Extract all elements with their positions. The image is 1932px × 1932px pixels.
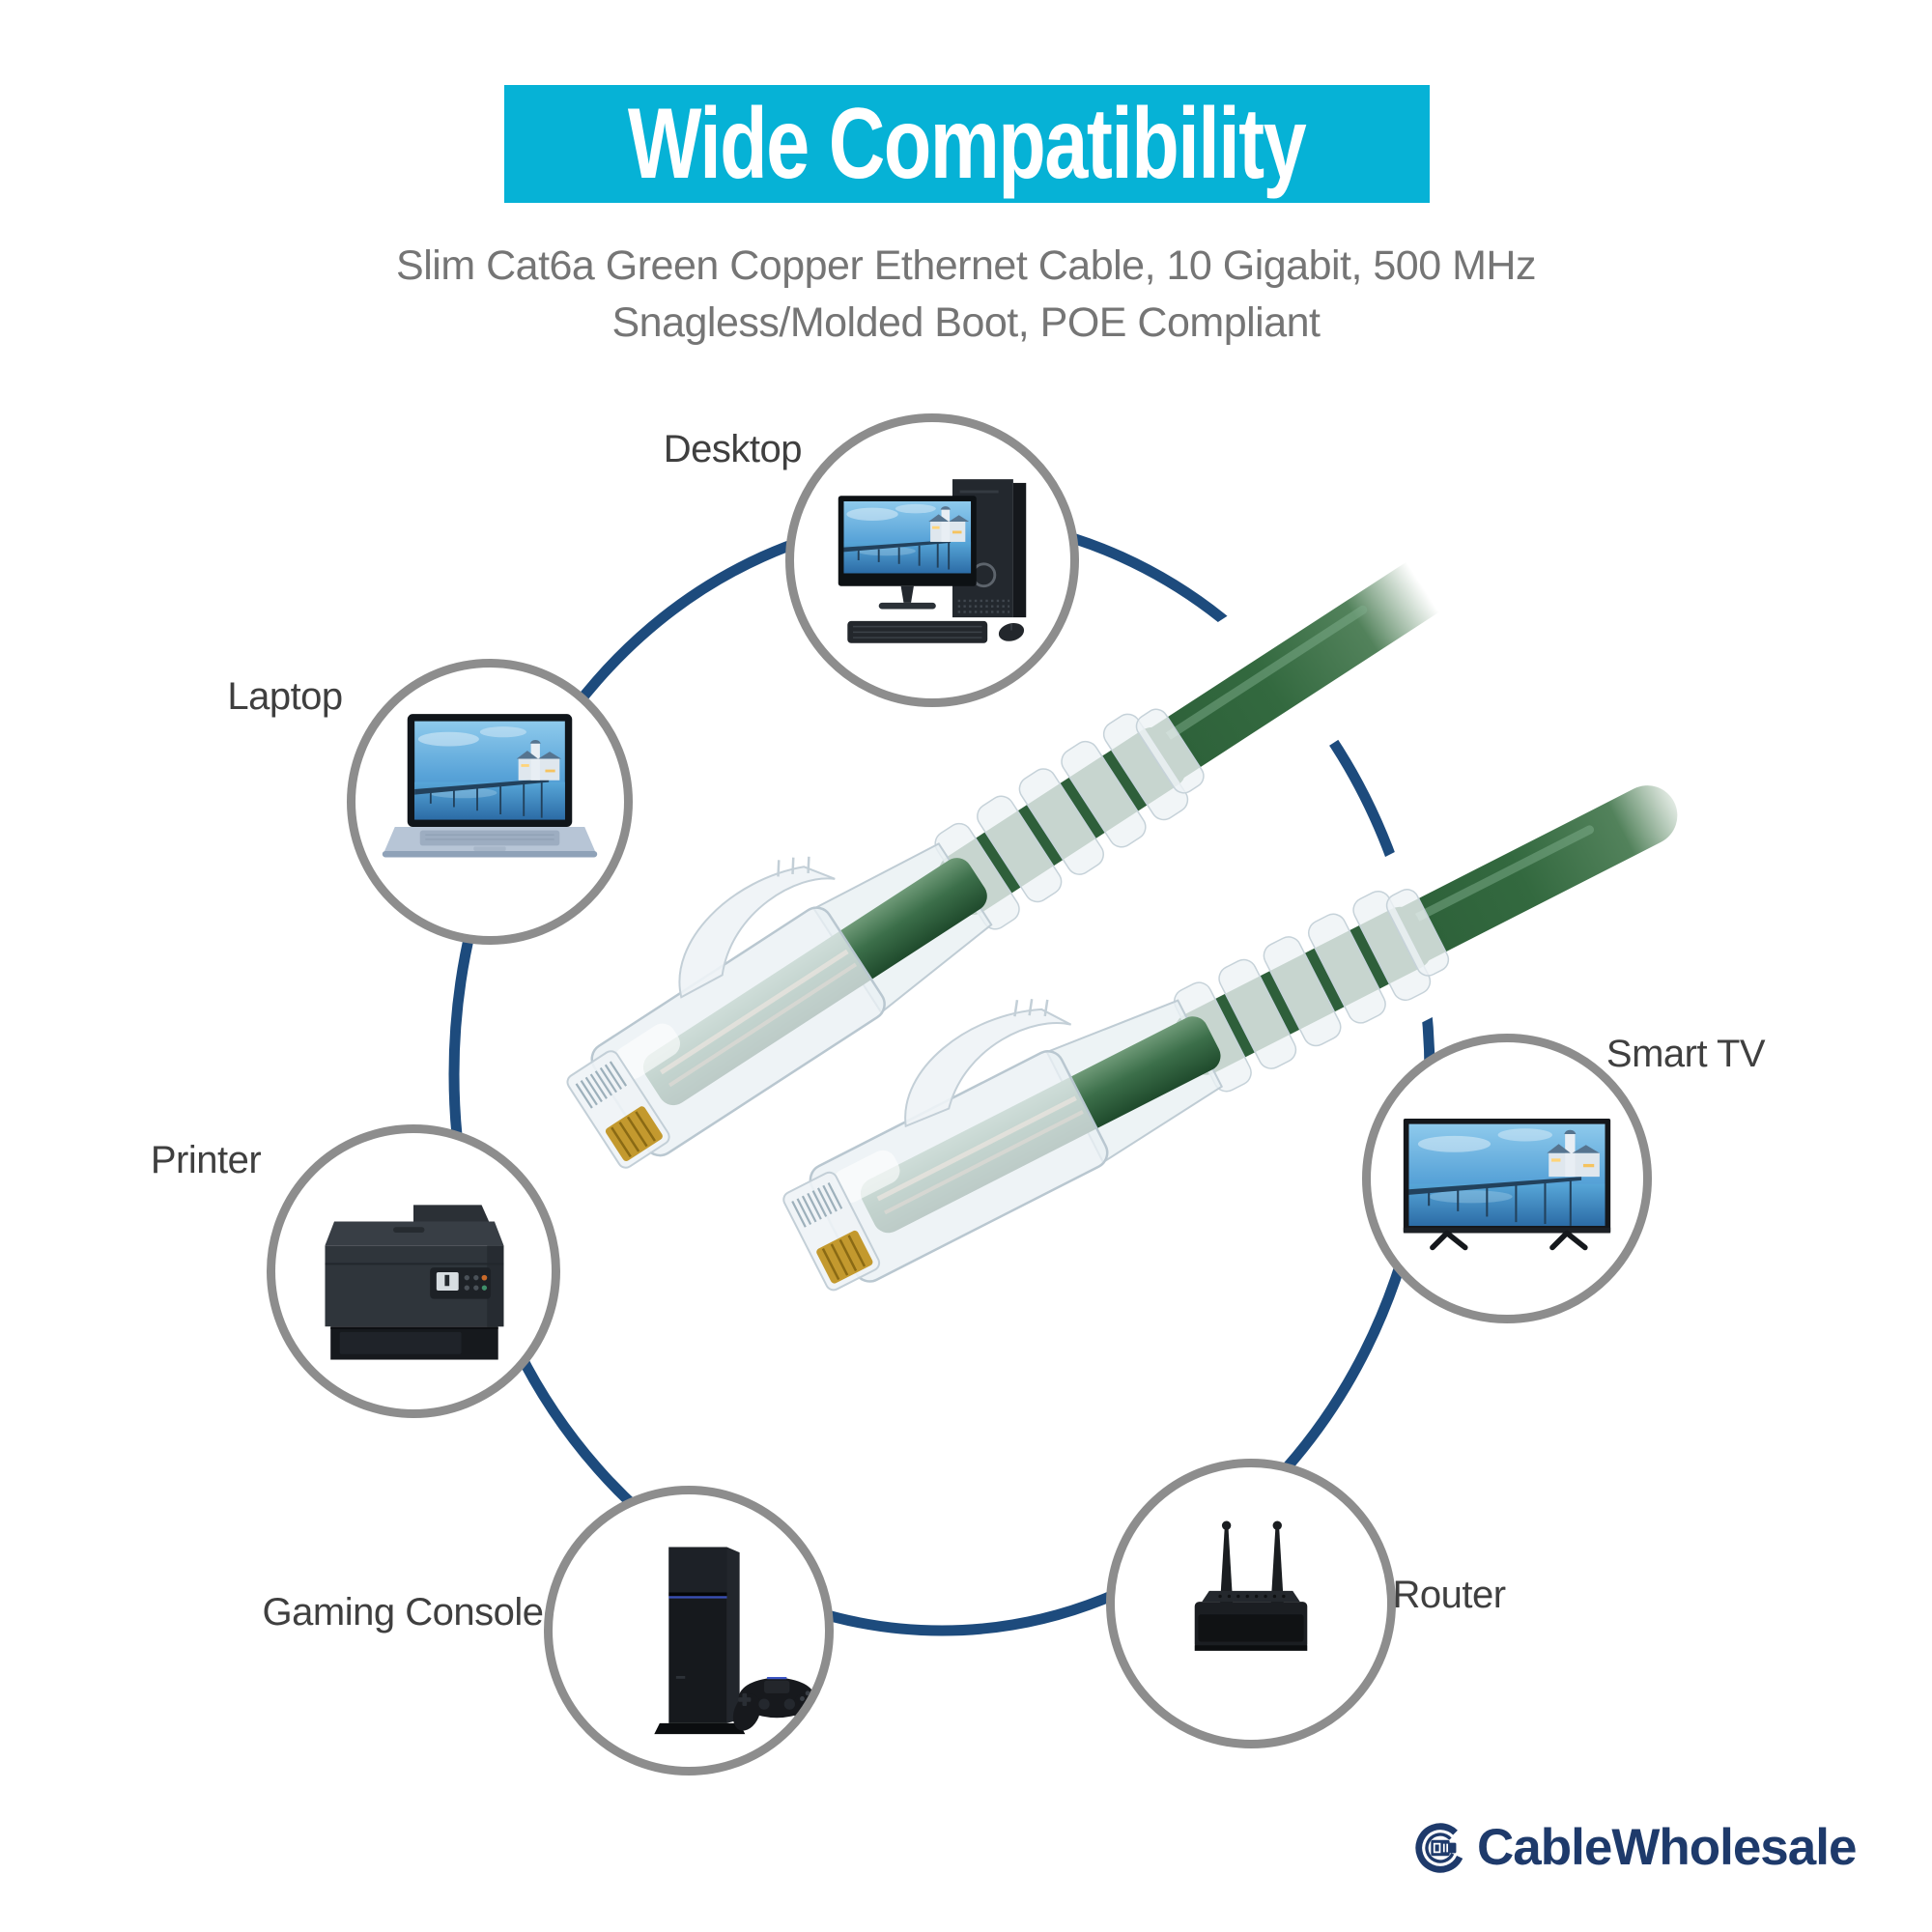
device-circle-desktop [785, 413, 1079, 707]
rj45-connector-left [522, 504, 1505, 1208]
rj45-connector-right [722, 733, 1719, 1328]
page-title: Wide Compatibility [628, 87, 1307, 200]
subtitle-line-2: Snagless/Molded Boot, POE Compliant [611, 299, 1321, 346]
title-banner: Wide Compatibility [504, 85, 1430, 203]
subtitle-line-1: Slim Cat6a Green Copper Ethernet Cable, … [396, 242, 1536, 289]
router-icon [1194, 1520, 1308, 1651]
device-circle-router [1106, 1459, 1396, 1748]
ethernet-cable-image [522, 504, 1719, 1328]
brand-name: CableWholesale [1477, 1819, 1857, 1876]
product-subtitle: Slim Cat6a Green Copper Ethernet Cable, … [0, 238, 1932, 352]
device-circle-printer [267, 1124, 560, 1418]
label-laptop: Laptop [227, 675, 343, 718]
smart-tv-icon [1403, 1118, 1611, 1251]
label-desktop: Desktop [663, 428, 803, 470]
brand-logo: CableWholesale [1412, 1818, 1857, 1877]
cablewholesale-logo-icon [1415, 1822, 1465, 1873]
label-gaming-console: Gaming Console [262, 1591, 544, 1634]
laptop-icon [382, 714, 598, 858]
gaming-console-icon [654, 1547, 821, 1735]
label-router: Router [1392, 1574, 1506, 1616]
printer-icon [325, 1205, 504, 1360]
desktop-icon [838, 479, 1027, 643]
label-smart-tv: Smart TV [1605, 1033, 1766, 1075]
device-circle-smart-tv [1362, 1034, 1652, 1323]
label-printer: Printer [150, 1139, 262, 1181]
device-circle-laptop [347, 659, 633, 945]
device-circle-gaming-console [544, 1486, 834, 1776]
